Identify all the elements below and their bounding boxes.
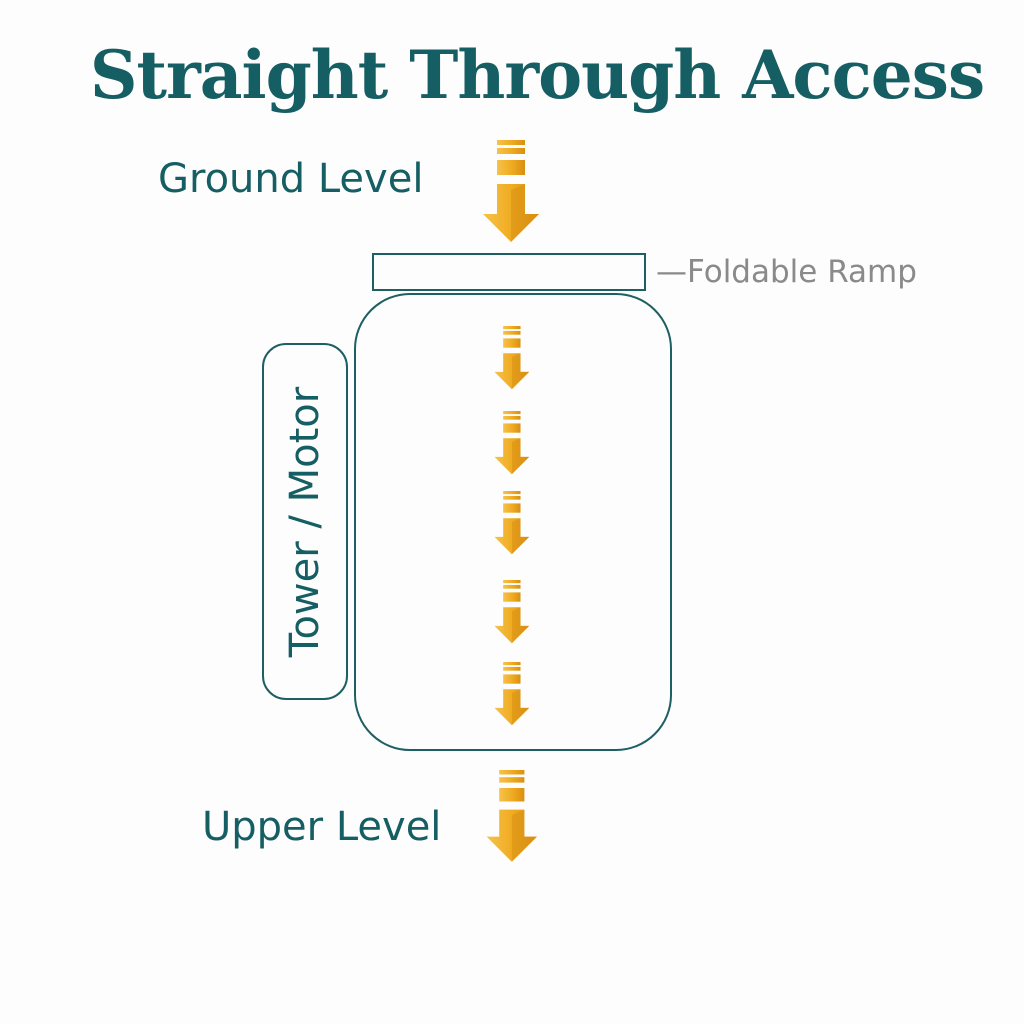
diagram-title: Straight Through Access	[89, 36, 985, 114]
tower-motor-label: Tower / Motor	[282, 386, 328, 658]
foldable-ramp-label: —Foldable Ramp	[656, 254, 917, 290]
down-arrow-icon	[486, 770, 538, 862]
upper-level-label: Upper Level	[202, 804, 442, 850]
down-arrow-icon	[494, 580, 530, 644]
ground-level-label: Ground Level	[158, 156, 424, 202]
down-arrow-icon	[494, 491, 530, 555]
down-arrow-icon	[494, 326, 530, 390]
foldable-ramp-box	[372, 253, 646, 291]
down-arrow-icon	[494, 662, 530, 726]
tower-motor-box	[262, 343, 348, 700]
down-arrow-icon	[494, 411, 530, 475]
down-arrow-icon	[483, 140, 539, 242]
lift-shaft-box	[354, 293, 672, 751]
